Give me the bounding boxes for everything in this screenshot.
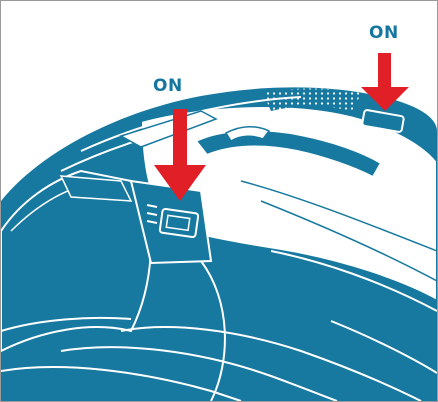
on-label-left: ON (153, 78, 183, 95)
left-power-switch[interactable] (160, 209, 199, 238)
on-label-right: ON (369, 25, 399, 42)
